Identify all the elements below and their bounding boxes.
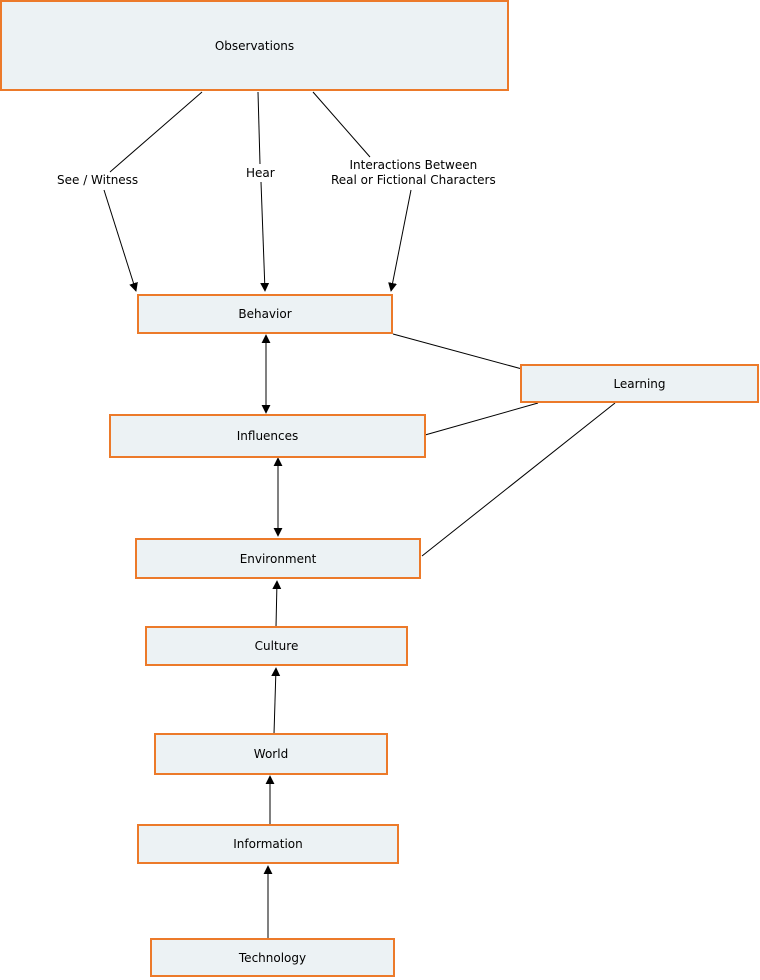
- edge-environment-learning: [421, 402, 616, 557]
- edge-see-witness-lower: [103, 189, 138, 292]
- node-environment[interactable]: Environment: [135, 538, 421, 579]
- edge-label-interactions-line2: Real or Fictional Characters: [331, 173, 496, 187]
- edge-behavior-learning: [392, 333, 523, 370]
- node-environment-label: Environment: [239, 551, 317, 566]
- node-observations[interactable]: Observations: [0, 0, 509, 91]
- node-learning[interactable]: Learning: [520, 364, 759, 403]
- edge-influences-learning: [424, 402, 539, 436]
- edge-label-interactions: Interactions Between Real or Fictional C…: [329, 158, 498, 188]
- node-technology-label: Technology: [238, 950, 307, 965]
- edge-label-hear: Hear: [244, 166, 277, 181]
- edge-interactions-upper: [312, 91, 371, 158]
- node-information[interactable]: Information: [137, 824, 399, 864]
- node-culture[interactable]: Culture: [145, 626, 408, 666]
- node-culture-label: Culture: [254, 639, 299, 653]
- edge-see-witness-upper: [109, 91, 203, 173]
- edge-label-see-witness: See / Witness: [55, 173, 141, 188]
- node-information-label: Information: [233, 837, 303, 851]
- node-learning-label: Learning: [613, 376, 666, 391]
- node-technology[interactable]: Technology: [150, 938, 395, 977]
- edge-world-culture: [271, 667, 281, 735]
- node-behavior[interactable]: Behavior: [137, 294, 393, 334]
- node-influences[interactable]: Influences: [109, 414, 426, 458]
- edge-hear-upper: [257, 91, 261, 165]
- node-observations-label: Observations: [214, 38, 295, 53]
- edge-label-interactions-line1: Interactions Between: [349, 158, 478, 172]
- node-influences-label: Influences: [236, 429, 299, 443]
- edge-interactions-lower: [388, 189, 412, 292]
- edge-hear-lower: [260, 181, 270, 292]
- node-world[interactable]: World: [154, 733, 388, 775]
- node-behavior-label: Behavior: [238, 307, 292, 321]
- edge-culture-environment: [272, 580, 282, 628]
- node-world-label: World: [253, 747, 289, 761]
